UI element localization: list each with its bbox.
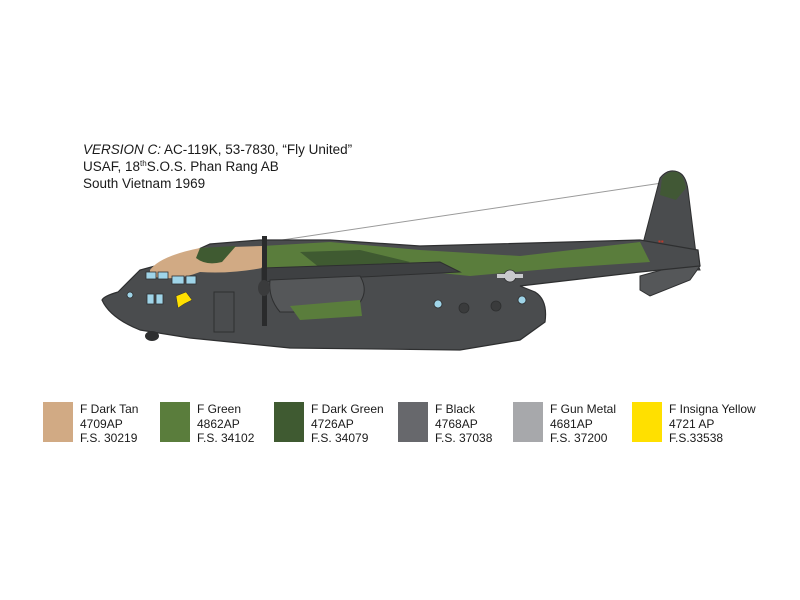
unit-base: S.O.S. Phan Rang AB [146, 159, 279, 174]
crew-door [213, 291, 235, 333]
fs-number: F.S. 30219 [80, 431, 138, 445]
color-swatch [43, 402, 73, 442]
antenna-wire [261, 182, 663, 244]
cockpit-window [157, 271, 169, 280]
caption-line-2: USAF, 18thS.O.S. Phan Rang AB [83, 158, 352, 175]
paint-name: F Green [197, 402, 242, 416]
fs-number: F.S. 34102 [197, 431, 255, 445]
cockpit-window [171, 275, 185, 285]
paint-code: 4721 AP [669, 416, 715, 431]
fs-number: F.S. 34079 [311, 431, 369, 445]
paint-code: 4862AP [197, 416, 240, 431]
nose-wheel [145, 331, 159, 341]
tail-marking: ▪▪ [658, 237, 664, 246]
gun-port [458, 302, 470, 314]
paint-code: 4709AP [80, 416, 123, 431]
paint-name: F Black [435, 402, 476, 416]
color-swatch [632, 402, 662, 442]
color-swatch [398, 402, 428, 442]
version-caption: VERSION C: AC-119K, 53-7830, “Fly United… [83, 141, 352, 192]
color-swatch [513, 402, 543, 442]
color-swatch [274, 402, 304, 442]
fs-number: F.S. 37200 [550, 431, 608, 445]
squadron-emblem [175, 291, 193, 309]
side-window [146, 293, 155, 305]
paint-code: 4726AP [311, 416, 354, 431]
paint-code: 4768AP [435, 416, 478, 431]
fin-tip-camo [660, 171, 686, 200]
side-window [155, 293, 164, 305]
paint-code: 4681AP [550, 416, 593, 431]
color-swatch [160, 402, 190, 442]
paint-name: F Dark Tan [80, 402, 139, 416]
gun-port [490, 300, 502, 312]
nose-window [126, 291, 134, 299]
insignia-bar [497, 274, 523, 278]
version-label: VERSION C: [83, 142, 162, 157]
nacelle-camo [290, 300, 362, 320]
porthole [517, 295, 527, 305]
propeller-spinner [258, 280, 270, 296]
paint-name: F Gun Metal [550, 402, 617, 416]
paint-name: F Dark Green [311, 402, 384, 416]
porthole [433, 299, 443, 309]
caption-line-1: VERSION C: AC-119K, 53-7830, “Fly United… [83, 141, 352, 158]
paint-name: F Insigna Yellow [669, 402, 756, 416]
version-aircraft: AC-119K, 53-7830, “Fly United” [161, 142, 353, 157]
camo-dark-green-nose [196, 246, 236, 264]
fs-number: F.S. 37038 [435, 431, 493, 445]
caption-line-3: South Vietnam 1969 [83, 176, 206, 191]
unit-ordinal: th [140, 159, 147, 168]
cockpit-window [145, 271, 157, 280]
fs-number: F.S.33538 [669, 431, 724, 445]
unit-prefix: USAF, 18 [83, 159, 141, 174]
cockpit-window [185, 275, 197, 285]
